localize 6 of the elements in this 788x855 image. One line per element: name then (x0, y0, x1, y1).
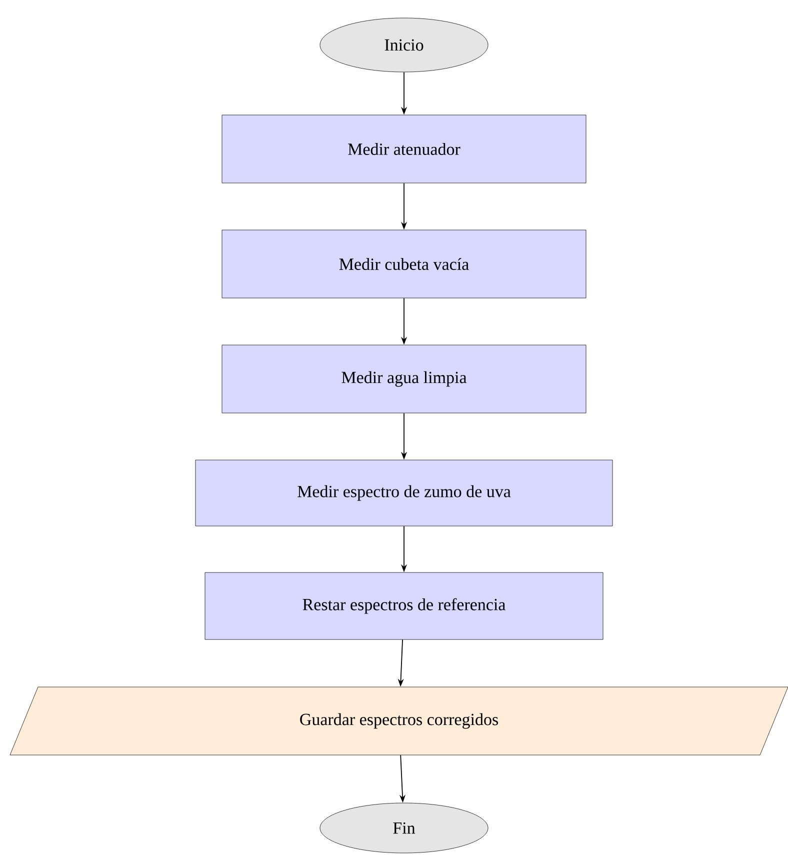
process-box: Medir agua limpia (222, 344, 586, 414)
process-box: Medir espectro de zumo de uva (195, 460, 613, 526)
data-parallelogram: Guardar espectros corregidos (10, 686, 788, 756)
process-box: Restar espectros de referencia (204, 572, 604, 640)
process-box: Medir cubeta vacía (222, 230, 586, 298)
process-box: Medir atenuador (222, 114, 586, 184)
